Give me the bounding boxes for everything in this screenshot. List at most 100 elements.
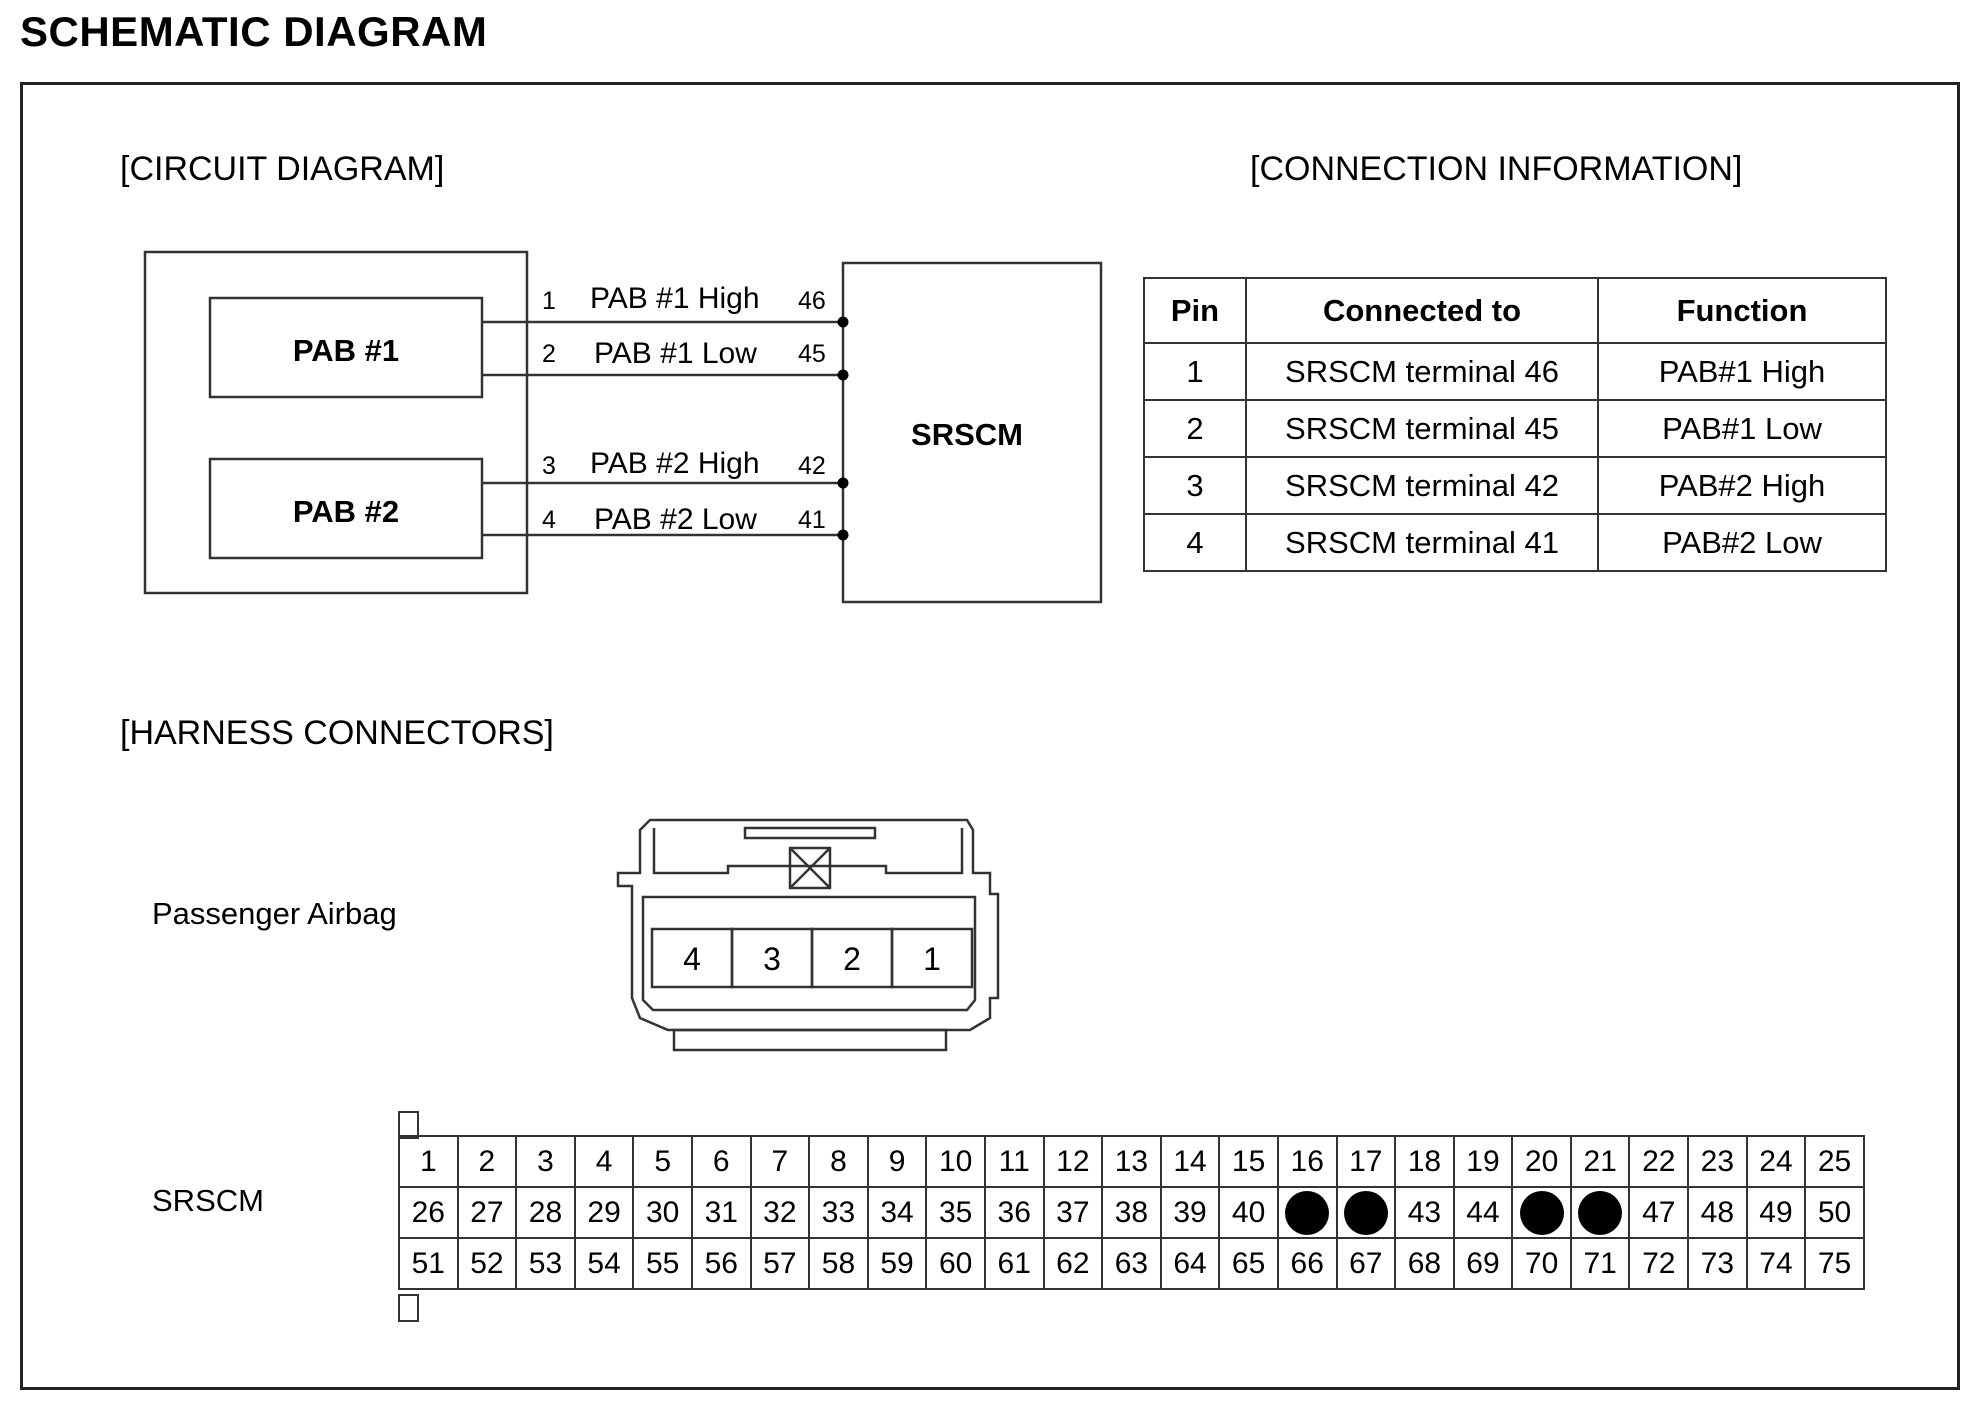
srscm-pin-34: 34 bbox=[868, 1188, 928, 1239]
srscm-pin-18: 18 bbox=[1396, 1137, 1455, 1188]
table-cell: PAB#2 High bbox=[1597, 456, 1887, 515]
passenger-airbag-label: Passenger Airbag bbox=[152, 896, 397, 931]
table-cell: SRSCM terminal 41 bbox=[1245, 513, 1599, 572]
srscm-pin-15: 15 bbox=[1220, 1137, 1279, 1188]
srscm-pin-25: 25 bbox=[1806, 1137, 1865, 1188]
srscm-pin-7: 7 bbox=[751, 1137, 811, 1188]
srscm-pin-39: 39 bbox=[1161, 1188, 1221, 1239]
srscm-pin-50: 50 bbox=[1806, 1188, 1865, 1239]
srscm-pin-40: 40 bbox=[1220, 1188, 1279, 1239]
srscm-pin-75: 75 bbox=[1806, 1239, 1865, 1290]
srscm-pin-29: 29 bbox=[575, 1188, 635, 1239]
srscm-pin-49: 49 bbox=[1747, 1188, 1807, 1239]
table-cell: SRSCM terminal 46 bbox=[1245, 342, 1599, 401]
table-cell: 3 bbox=[1143, 456, 1247, 515]
srscm-pin-2: 2 bbox=[458, 1137, 518, 1188]
table-cell: PAB#2 Low bbox=[1597, 513, 1887, 572]
connection-table-header: Pin Connected to Function bbox=[1143, 277, 1887, 344]
srscm-pin-68: 68 bbox=[1396, 1239, 1455, 1290]
header-connected-to: Connected to bbox=[1245, 277, 1599, 344]
srscm-pin-1: 1 bbox=[400, 1137, 459, 1188]
srscm-pin-53: 53 bbox=[517, 1239, 576, 1290]
srscm-pin-30: 30 bbox=[634, 1188, 693, 1239]
srscm-pin-31: 31 bbox=[692, 1188, 752, 1239]
srscm-pin-37: 37 bbox=[1044, 1188, 1104, 1239]
srscm-pin-used-46 bbox=[1571, 1188, 1631, 1239]
srscm-pin-62: 62 bbox=[1044, 1239, 1104, 1290]
table-cell: SRSCM terminal 45 bbox=[1245, 399, 1599, 458]
srscm-pin-used-42 bbox=[1337, 1188, 1397, 1239]
srscm-pin-58: 58 bbox=[810, 1239, 869, 1290]
srscm-pin-27: 27 bbox=[458, 1188, 518, 1239]
srscm-pin-5: 5 bbox=[634, 1137, 693, 1188]
srscm-pin-28: 28 bbox=[517, 1188, 576, 1239]
srscm-pin-44: 44 bbox=[1454, 1188, 1514, 1239]
srscm-pin-59: 59 bbox=[868, 1239, 928, 1290]
srscm-pin-16: 16 bbox=[1278, 1137, 1338, 1188]
srscm-pin-54: 54 bbox=[575, 1239, 635, 1290]
srscm-pin-48: 48 bbox=[1689, 1188, 1748, 1239]
srscm-pin-23: 23 bbox=[1689, 1137, 1748, 1188]
srscm-pin-66: 66 bbox=[1278, 1239, 1338, 1290]
connection-information-heading: [CONNECTION INFORMATION] bbox=[1250, 150, 1743, 188]
pin-used-dot bbox=[1285, 1190, 1330, 1235]
srscm-pin-72: 72 bbox=[1630, 1239, 1690, 1290]
srscm-pin-32: 32 bbox=[751, 1188, 811, 1239]
srscm-pin-13: 13 bbox=[1103, 1137, 1162, 1188]
srscm-pin-52: 52 bbox=[458, 1239, 518, 1290]
table-cell: PAB#1 High bbox=[1597, 342, 1887, 401]
srscm-pin-36: 36 bbox=[985, 1188, 1045, 1239]
srscm-pin-71: 71 bbox=[1571, 1239, 1631, 1290]
srscm-pin-35: 35 bbox=[927, 1188, 986, 1239]
table-cell: PAB#1 Low bbox=[1597, 399, 1887, 458]
srscm-pin-65: 65 bbox=[1220, 1239, 1279, 1290]
srscm-pin-used-45 bbox=[1513, 1188, 1572, 1239]
srscm-pin-47: 47 bbox=[1630, 1188, 1690, 1239]
srscm-pin-63: 63 bbox=[1103, 1239, 1162, 1290]
table-row: 4 SRSCM terminal 41 PAB#2 Low bbox=[1143, 513, 1887, 572]
srscm-connector-label: SRSCM bbox=[152, 1183, 264, 1218]
srscm-connector-tab-bottom bbox=[398, 1294, 419, 1322]
srscm-pin-11: 11 bbox=[985, 1137, 1045, 1188]
srscm-pin-74: 74 bbox=[1747, 1239, 1807, 1290]
srscm-pin-19: 19 bbox=[1454, 1137, 1514, 1188]
srscm-pin-51: 51 bbox=[400, 1239, 459, 1290]
page-title: SCHEMATIC DIAGRAM bbox=[20, 8, 488, 55]
srscm-pin-64: 64 bbox=[1161, 1239, 1221, 1290]
srscm-pin-14: 14 bbox=[1161, 1137, 1221, 1188]
srscm-pin-21: 21 bbox=[1571, 1137, 1631, 1188]
table-row: 3 SRSCM terminal 42 PAB#2 High bbox=[1143, 456, 1887, 515]
srscm-pin-6: 6 bbox=[692, 1137, 752, 1188]
srscm-pin-used-41 bbox=[1278, 1188, 1338, 1239]
srscm-pin-17: 17 bbox=[1337, 1137, 1397, 1188]
table-cell: SRSCM terminal 42 bbox=[1245, 456, 1599, 515]
srscm-pin-22: 22 bbox=[1630, 1137, 1690, 1188]
harness-connectors-heading: [HARNESS CONNECTORS] bbox=[120, 714, 554, 752]
srscm-pin-61: 61 bbox=[985, 1239, 1045, 1290]
header-pin: Pin bbox=[1143, 277, 1247, 344]
srscm-pin-43: 43 bbox=[1396, 1188, 1455, 1239]
table-cell: 2 bbox=[1143, 399, 1247, 458]
srscm-connector-tab-top bbox=[398, 1111, 419, 1139]
srscm-pin-8: 8 bbox=[810, 1137, 869, 1188]
srscm-pin-33: 33 bbox=[810, 1188, 869, 1239]
table-cell: 4 bbox=[1143, 513, 1247, 572]
srscm-pin-69: 69 bbox=[1454, 1239, 1514, 1290]
srscm-pin-20: 20 bbox=[1513, 1137, 1572, 1188]
pin-used-dot bbox=[1578, 1190, 1623, 1235]
pin-used-dot bbox=[1519, 1190, 1564, 1235]
table-cell: 1 bbox=[1143, 342, 1247, 401]
pin-used-dot bbox=[1343, 1190, 1388, 1235]
srscm-pin-38: 38 bbox=[1103, 1188, 1162, 1239]
srscm-pin-3: 3 bbox=[517, 1137, 576, 1188]
srscm-pin-4: 4 bbox=[575, 1137, 635, 1188]
srscm-pin-24: 24 bbox=[1747, 1137, 1807, 1188]
srscm-pin-26: 26 bbox=[400, 1188, 459, 1239]
srscm-pin-73: 73 bbox=[1689, 1239, 1748, 1290]
table-row: 2 SRSCM terminal 45 PAB#1 Low bbox=[1143, 399, 1887, 458]
srscm-pin-70: 70 bbox=[1513, 1239, 1572, 1290]
header-function: Function bbox=[1597, 277, 1887, 344]
connection-table: Pin Connected to Function 1 SRSCM termin… bbox=[1143, 277, 1887, 572]
srscm-pin-57: 57 bbox=[751, 1239, 811, 1290]
